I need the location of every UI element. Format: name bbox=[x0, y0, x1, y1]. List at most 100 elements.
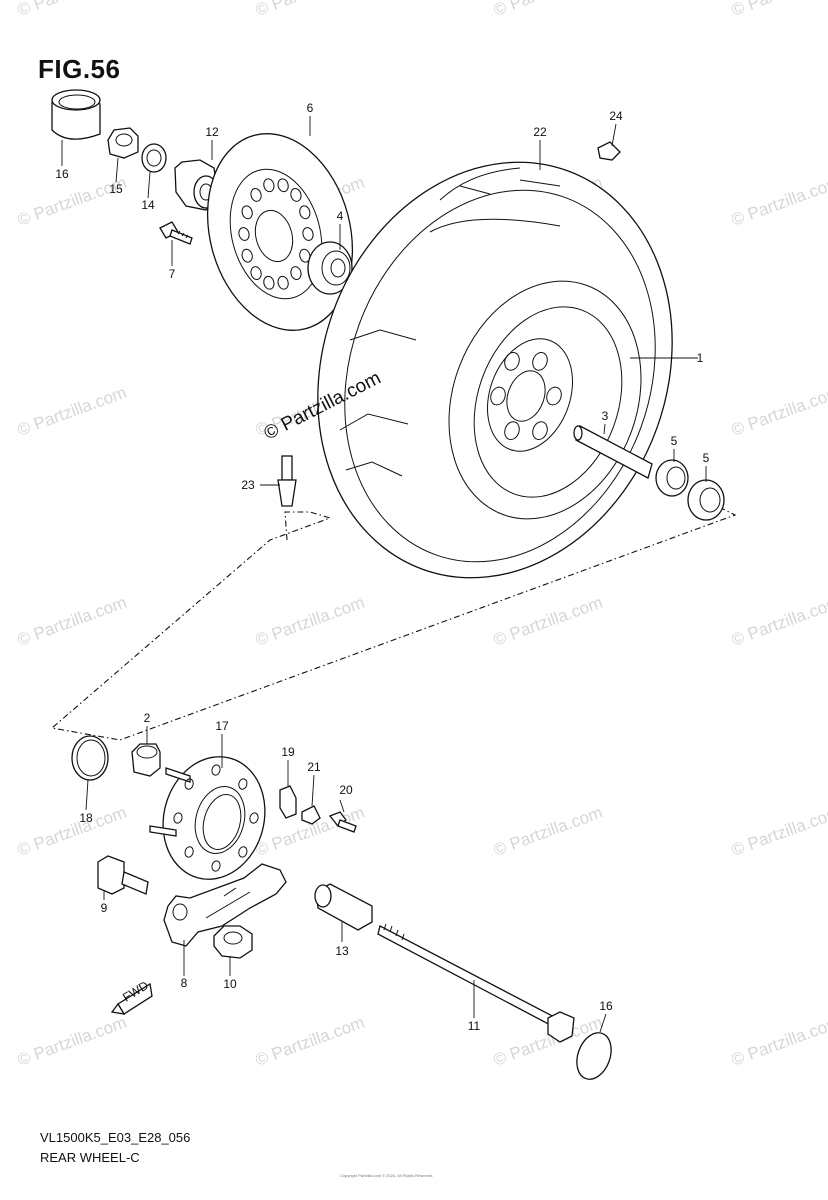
hole bbox=[546, 386, 562, 406]
hole bbox=[238, 778, 248, 790]
callout-number[interactable]: 17 bbox=[215, 719, 229, 733]
callout-number[interactable]: 21 bbox=[307, 760, 321, 774]
callout-number[interactable]: 3 bbox=[602, 409, 609, 423]
hole bbox=[277, 178, 289, 193]
part-8-torque-arm[interactable] bbox=[163, 863, 287, 947]
watermark-text: © Partzilla.com bbox=[491, 803, 605, 860]
callout-leader bbox=[603, 423, 606, 435]
callout-number[interactable]: 15 bbox=[109, 182, 123, 196]
part-14-oil-seal[interactable] bbox=[141, 143, 167, 173]
watermark-text: © Partzilla.com bbox=[253, 0, 367, 20]
watermark-text: © Partzilla.com bbox=[15, 803, 129, 860]
callout-leader bbox=[311, 774, 315, 807]
hole bbox=[211, 860, 221, 872]
watermark-text: © Partzilla.com bbox=[15, 1013, 129, 1070]
watermark-text: © Partzilla.com bbox=[491, 0, 605, 20]
hole bbox=[299, 248, 311, 263]
callout-number[interactable]: 24 bbox=[609, 109, 623, 123]
part-5-bearing-b[interactable] bbox=[687, 479, 725, 521]
hole bbox=[290, 187, 302, 202]
part-11-rear-axle[interactable] bbox=[377, 923, 575, 1043]
callout-leader bbox=[147, 171, 151, 199]
watermark-text: © Partzilla.com bbox=[491, 593, 605, 650]
callout-number[interactable]: 13 bbox=[335, 944, 349, 958]
callout-number[interactable]: 22 bbox=[533, 125, 547, 139]
callout-leader bbox=[339, 799, 345, 813]
callout-number[interactable]: 14 bbox=[141, 198, 155, 212]
watermark-text: © Partzilla.com bbox=[15, 0, 129, 20]
watermark-text: © Partzilla.com bbox=[15, 593, 129, 650]
watermark-text: © Partzilla.com bbox=[729, 593, 828, 650]
hole bbox=[263, 178, 275, 193]
callout-leader bbox=[611, 123, 617, 147]
part-1-rear-wheel[interactable] bbox=[417, 254, 673, 546]
callout-number[interactable]: 23 bbox=[241, 478, 255, 492]
part-10-nut[interactable] bbox=[213, 925, 253, 959]
part-16-cap-lower[interactable] bbox=[571, 1028, 617, 1084]
diagram-code: VL1500K5_E03_E28_056 bbox=[40, 1130, 191, 1145]
part-23-air-valve[interactable] bbox=[277, 455, 297, 507]
callout-number[interactable]: 4 bbox=[337, 209, 344, 223]
part-5-bearing-a[interactable] bbox=[655, 459, 689, 497]
hole bbox=[490, 386, 506, 406]
part-2-bushing[interactable] bbox=[131, 743, 161, 777]
callout-number[interactable]: 19 bbox=[281, 745, 295, 759]
part-19-guide[interactable] bbox=[279, 785, 297, 819]
hole bbox=[277, 275, 289, 290]
part-21-clamp[interactable] bbox=[301, 805, 321, 825]
callout-number[interactable]: 9 bbox=[101, 901, 108, 915]
part-13-spacer[interactable] bbox=[314, 883, 373, 931]
callout-number[interactable]: 18 bbox=[79, 811, 93, 825]
hole bbox=[173, 812, 183, 824]
hole bbox=[532, 421, 548, 441]
hole bbox=[211, 764, 221, 776]
part-16-cap[interactable] bbox=[51, 89, 101, 140]
hole bbox=[184, 846, 194, 858]
part-7-bolt[interactable] bbox=[159, 221, 193, 245]
hole bbox=[238, 227, 250, 241]
callout-number[interactable]: 2 bbox=[144, 711, 151, 725]
hole bbox=[263, 275, 275, 290]
hole bbox=[249, 812, 259, 824]
part-17-sensor-rotor[interactable] bbox=[149, 745, 279, 891]
watermark-text: © Partzilla.com bbox=[729, 1013, 828, 1070]
hole bbox=[532, 351, 548, 371]
hole bbox=[250, 187, 262, 202]
hole bbox=[299, 205, 311, 220]
callout-number[interactable]: 10 bbox=[223, 977, 237, 991]
callout-number[interactable]: 16 bbox=[55, 167, 69, 181]
hole bbox=[238, 846, 248, 858]
diagram-name: REAR WHEEL-C bbox=[40, 1150, 140, 1165]
callout-number[interactable]: 20 bbox=[339, 783, 353, 797]
part-18-o-ring[interactable] bbox=[71, 735, 109, 781]
assembly-separator-line bbox=[50, 504, 737, 741]
callout-layer: 1234556789101112131415161617181920212223… bbox=[55, 101, 709, 1033]
callout-number[interactable]: 5 bbox=[671, 434, 678, 448]
watermark-text: © Partzilla.com bbox=[253, 593, 367, 650]
callout-number[interactable]: 12 bbox=[205, 125, 219, 139]
figure-title: FIG.56 bbox=[38, 54, 121, 84]
part-4-bearing[interactable] bbox=[307, 241, 353, 295]
part-24-clip[interactable] bbox=[597, 141, 621, 161]
callout-number[interactable]: 8 bbox=[181, 976, 188, 990]
callout-number[interactable]: 16 bbox=[599, 999, 613, 1013]
hole bbox=[504, 421, 520, 441]
hole bbox=[241, 205, 253, 220]
callout-number[interactable]: 6 bbox=[307, 101, 314, 115]
forward-direction-marker: FWD bbox=[110, 978, 153, 1015]
part-9-stud-bolt[interactable] bbox=[97, 855, 149, 895]
part-20-bolt[interactable] bbox=[328, 811, 357, 833]
part-15-nut[interactable] bbox=[107, 127, 139, 159]
watermark-text: © Partzilla.com bbox=[253, 1013, 367, 1070]
callout-number[interactable]: 7 bbox=[169, 267, 176, 281]
watermark-text: © Partzilla.com bbox=[729, 173, 828, 230]
callout-number[interactable]: 1 bbox=[697, 351, 704, 365]
callout-leader bbox=[85, 779, 89, 811]
part-3-spacer-tube[interactable] bbox=[573, 425, 653, 479]
copyright-notice: Copyright Partzilla.com © 2024. All Righ… bbox=[340, 1173, 434, 1178]
hole bbox=[290, 266, 302, 281]
callout-number[interactable]: 11 bbox=[468, 1019, 481, 1033]
callout-number[interactable]: 5 bbox=[703, 451, 710, 465]
callout-leader bbox=[599, 1013, 607, 1033]
